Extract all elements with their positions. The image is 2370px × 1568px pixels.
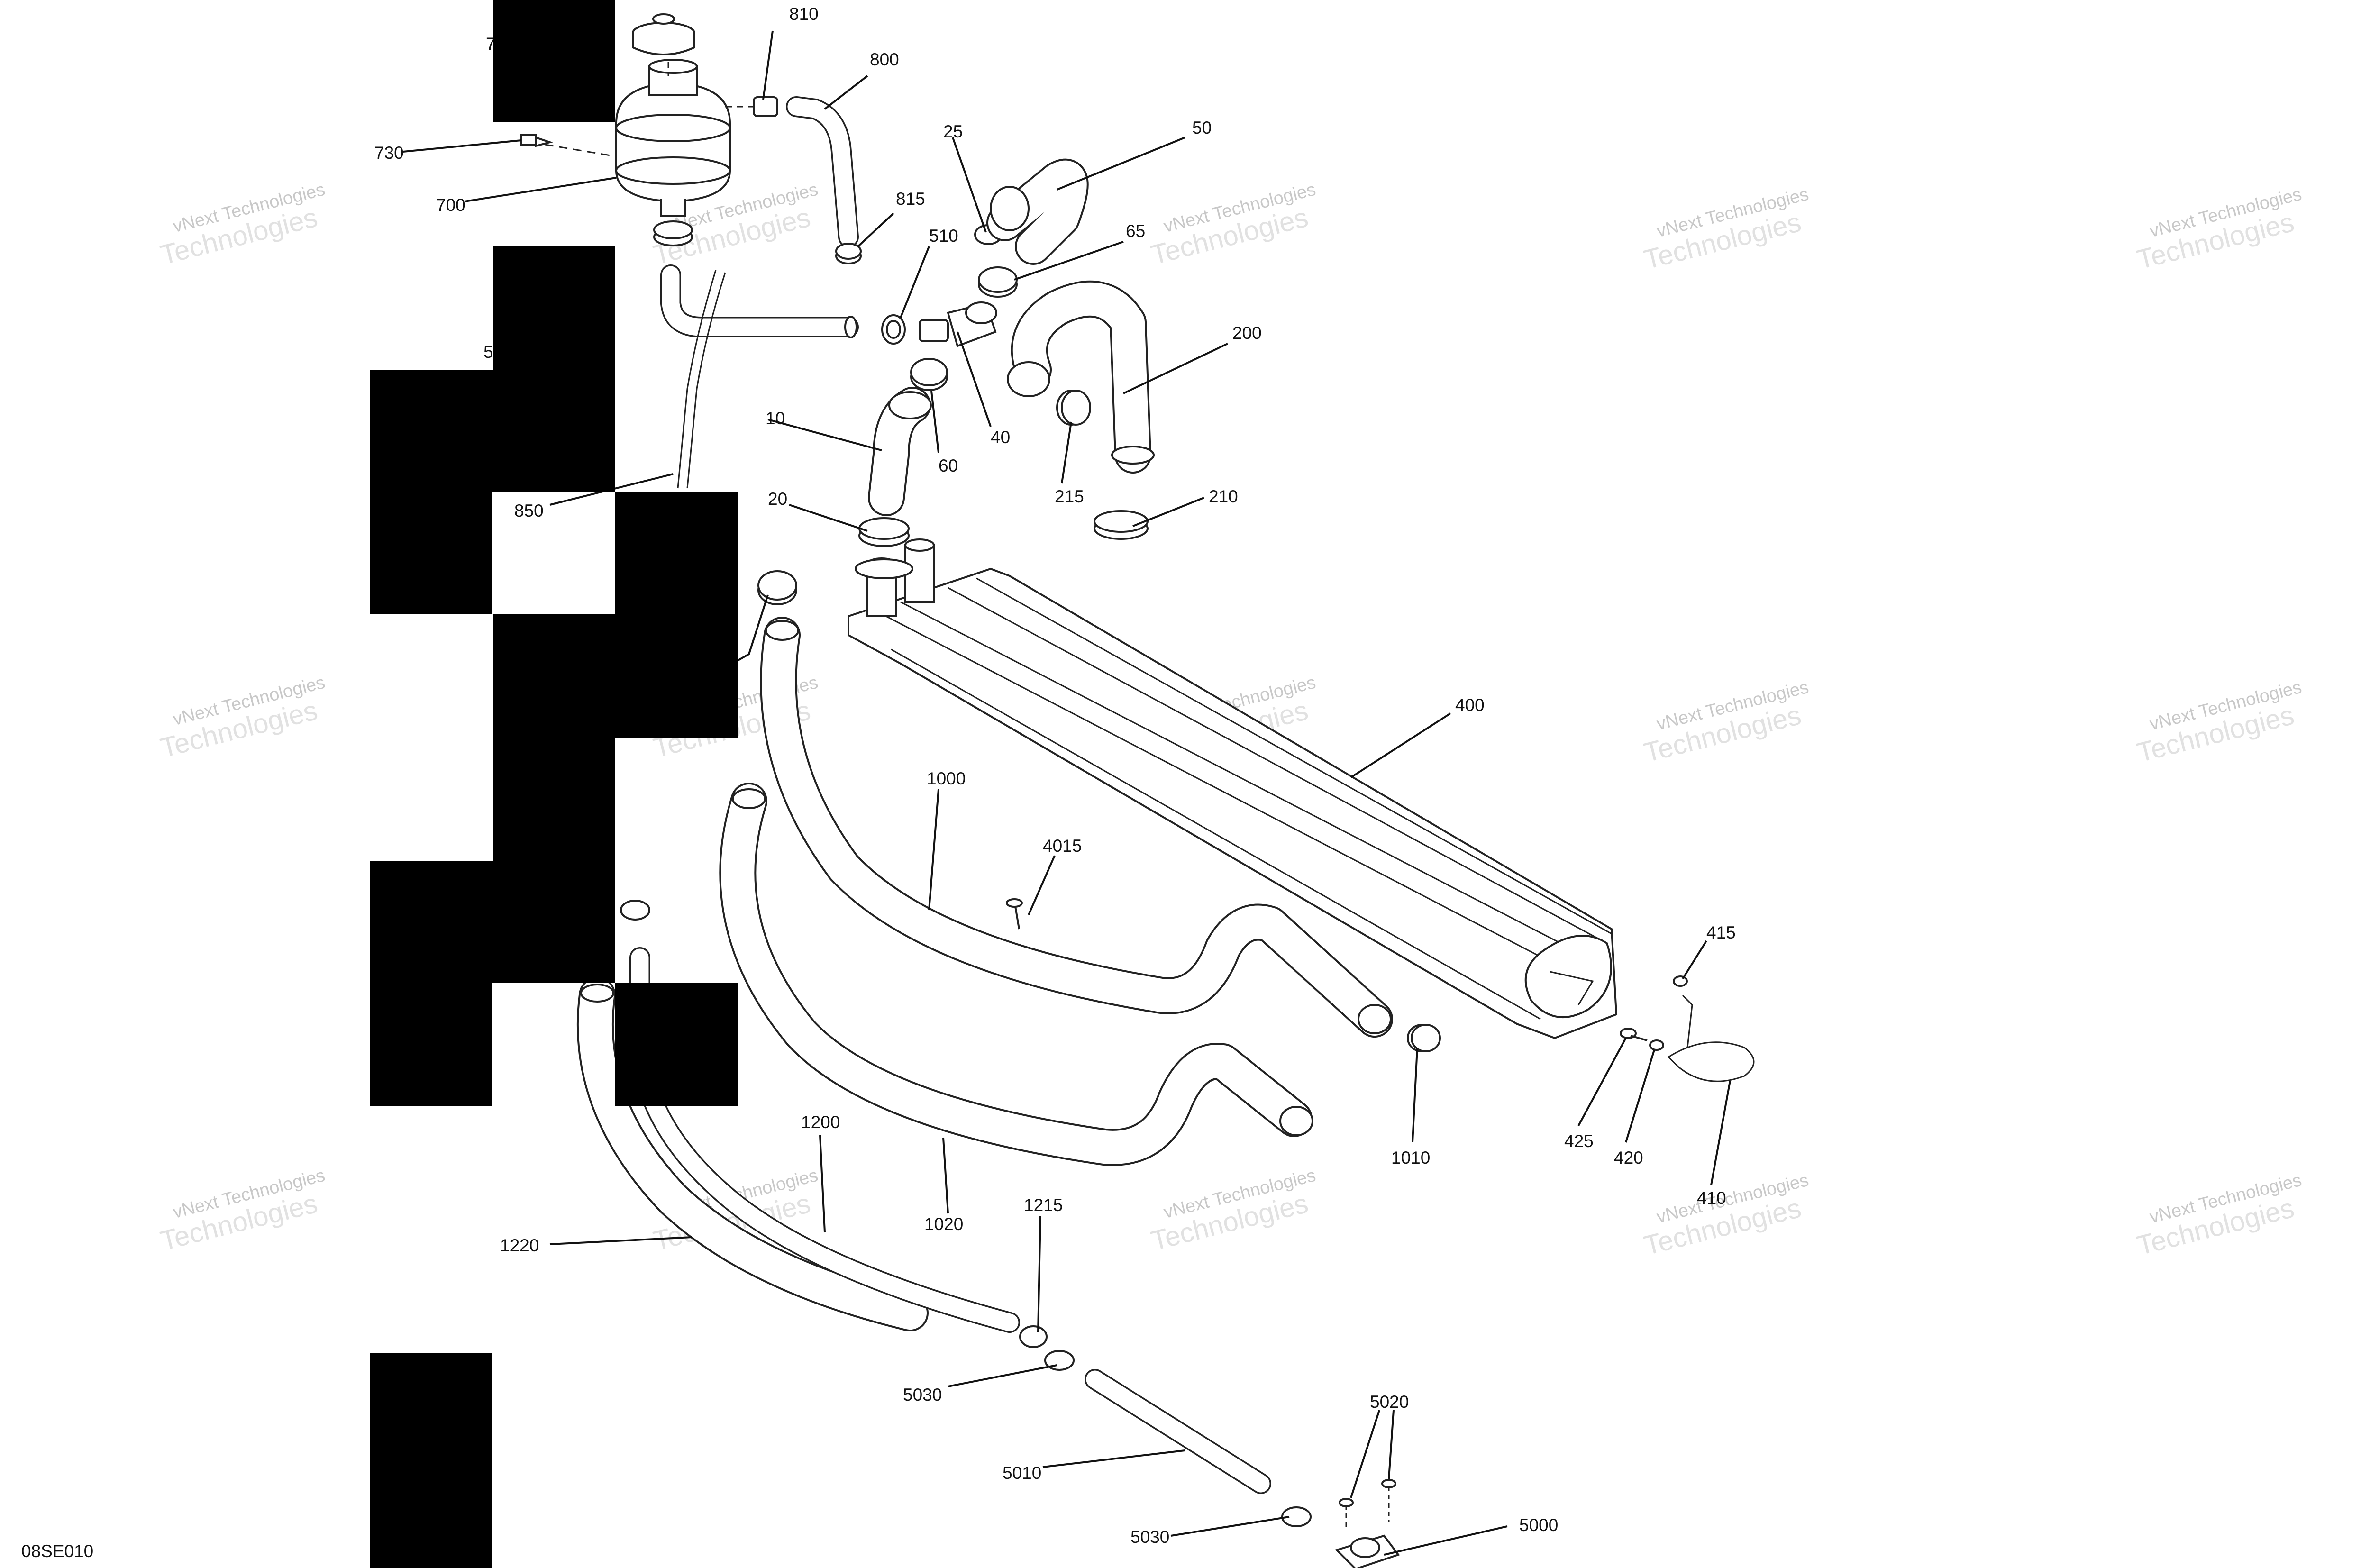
tank-cap (632, 13, 695, 55)
screw-5020-a (1339, 1498, 1354, 1531)
callout-1010: 1010 (1391, 1148, 1430, 1167)
callout-200: 200 (1232, 323, 1262, 343)
callout-4015: 4015 (1043, 836, 1082, 856)
redaction-block (370, 492, 492, 614)
clamp-215 (1056, 390, 1091, 426)
screw-5020-b (1381, 1479, 1396, 1522)
callout-410: 410 (1697, 1188, 1726, 1208)
clamp-1215 (1019, 1325, 1048, 1348)
callout-1200: 1200 (801, 1112, 840, 1132)
redaction-block (370, 1353, 492, 1568)
bracket-5000 (1335, 1534, 1400, 1568)
clamp-60 (910, 358, 948, 391)
clamp-1200-inlet (620, 900, 650, 921)
callout-25: 25 (943, 122, 963, 141)
clamp-20 (858, 517, 910, 547)
callout-5000: 5000 (1519, 1515, 1558, 1535)
callout-65: 65 (1126, 221, 1145, 241)
callout-215: 215 (1055, 487, 1084, 506)
callout-850: 850 (514, 501, 544, 520)
callout-1220: 1220 (500, 1236, 539, 1255)
redaction-block (493, 738, 615, 861)
callout-5030-lower: 5030 (1130, 1527, 1169, 1547)
clamp-815 (835, 243, 862, 264)
expansion-tank (615, 59, 731, 217)
callout-210: 210 (1209, 487, 1238, 506)
callout-40: 40 (991, 428, 1010, 447)
callout-5030-upper: 5030 (903, 1385, 942, 1404)
callout-510: 510 (929, 226, 958, 246)
redaction-blocks (370, 0, 738, 1568)
redaction-block (615, 492, 738, 614)
bolt-425 (1620, 1028, 1648, 1041)
leader-lines (402, 30, 1731, 1556)
callout-400: 400 (1455, 695, 1485, 715)
callout-1020: 1020 (924, 1214, 963, 1234)
callout-10: 10 (766, 409, 785, 428)
redaction-block (493, 614, 738, 738)
screw-4015 (1006, 898, 1023, 930)
callout-425: 425 (1564, 1131, 1594, 1151)
redaction-block (493, 246, 615, 370)
callout-50: 50 (1192, 118, 1212, 137)
hardware-415 (1673, 975, 1688, 987)
callout-5020: 5020 (1370, 1392, 1409, 1412)
callout-1215: 1215 (1024, 1195, 1063, 1215)
callout-415: 415 (1706, 923, 1736, 942)
clamp-210 (1094, 510, 1149, 540)
muffler-400 (848, 538, 1618, 1039)
callout-60: 60 (939, 456, 958, 475)
clamp-1000-inlet (757, 570, 797, 605)
washer-420 (1649, 1039, 1664, 1051)
fitting-40 (919, 301, 997, 347)
clamp-510 (881, 314, 906, 345)
drawing-code: 08SE010 (21, 1541, 93, 1561)
callout-labels: 810 800 730 700 815 25 50 65 510 200 40 … (374, 4, 1736, 1547)
callout-1000: 1000 (927, 769, 966, 788)
clamp-1010 (1407, 1024, 1441, 1052)
callout-810: 810 (789, 4, 819, 24)
callout-800: 800 (870, 50, 899, 69)
callout-700: 700 (436, 195, 465, 215)
callout-420: 420 (1614, 1148, 1643, 1167)
callout-815: 815 (896, 189, 925, 209)
tank-outlet-clamp (653, 220, 693, 246)
redaction-block (493, 0, 615, 122)
redaction-block (370, 861, 615, 983)
callout-20: 20 (768, 489, 787, 509)
strap-410 (1667, 994, 1755, 1082)
redaction-block (370, 370, 615, 492)
clamp-65 (978, 266, 1018, 298)
screw-730 (520, 134, 553, 147)
redaction-block (615, 983, 738, 1106)
fitting-810 (725, 96, 778, 117)
clamp-5030-lower (1281, 1506, 1312, 1527)
callout-730: 730 (374, 143, 404, 163)
callout-partial-5: 5 (483, 342, 493, 362)
callout-5010: 5010 (1003, 1463, 1041, 1483)
parts (520, 13, 1755, 1568)
redaction-block (370, 983, 492, 1106)
